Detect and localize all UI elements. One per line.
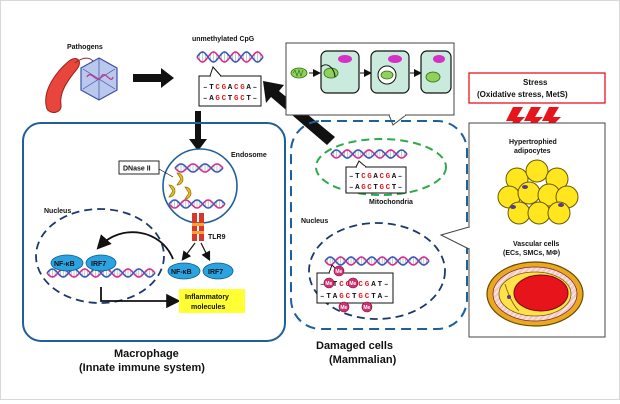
vascular-label-1: Vascular cells [513,241,559,248]
adipocyte [525,159,549,183]
methyl-mark [323,277,335,289]
dna-helix-icon [168,199,226,209]
inflammatory-label-2: molecules [191,304,225,311]
cell-stage-3-icon [420,50,452,94]
macrophage-subtitle: (Innate immune system) [79,362,205,374]
bacterium-icon [45,57,94,113]
nfkb-left-label: NF-κB [54,261,75,268]
adipocyte [507,201,531,225]
stress-box [468,72,606,104]
endosome [162,148,238,224]
arrow-to-inflammatory [100,287,181,309]
macrophage-title: Macrophage [114,348,179,360]
methyl-mark [338,301,350,313]
methyl-mark [333,265,345,277]
irf7-left-label: IRF7 [91,261,106,268]
irf7-right-label: IRF7 [208,269,223,276]
vascular-label-2: (ECs, SMCs, MΦ) [503,250,560,257]
adipocyte [517,181,541,205]
inflammatory-molecules-box [179,289,245,313]
cell-stage-2-icon [370,50,410,94]
damaged-cells-title: Damaged cells [316,340,393,352]
dna-helix-icon [174,163,224,173]
stress-label-2: (Oxidative stress, MetS) [477,90,568,99]
endosome-label: Endosome [231,152,267,159]
damaged-cell-membrane [290,120,468,330]
tlr9-receptor [192,213,204,241]
dna-helix-icon [330,149,408,159]
cpg-label: unmethylated CpG [192,36,255,43]
dna-helix-icon [196,51,264,63]
arrow-to-nucleus [96,231,174,260]
damaged-cells-subtitle: (Mammalian) [329,354,397,366]
adipocytes-icon [497,159,579,225]
adipocytes-label-2: adipocytes [514,148,551,155]
dnase-label-box [118,160,160,175]
virus-icon [80,57,118,101]
irf7-left-node [85,254,117,272]
methyl-mark-label: Me [340,305,347,311]
mito-small-icon [290,67,308,79]
stress-label-1: Stress [523,78,548,87]
methyl-mark-label: Me [349,281,356,287]
methyl-mark [347,277,359,289]
macrophage-nucleus [35,208,165,304]
macrophage-cell-membrane [22,122,286,342]
adipocyte [527,201,551,225]
arrow-pathogens-to-cpg [133,68,174,88]
nfkb-left-node [50,254,84,272]
irf7-right-node [202,262,234,280]
methyl-mark [361,301,373,313]
dna-helix-icon [324,256,430,266]
inflammatory-label-1: Inflammatory [185,294,229,301]
methyl-mark-label: Me [363,305,370,311]
dnase-label: DNase II [123,166,151,173]
adipocytes-label-1: Hypertrophied [509,139,557,146]
methyl-mark-label: Me [335,269,342,275]
cell-stage-1-icon [320,50,360,94]
vascular-cross-section-icon [486,261,584,327]
adipocyte [547,201,571,225]
damaged-cell-nucleus [308,222,446,320]
nfkb-right-node [167,262,201,280]
dnase-icon [168,172,192,200]
arrow-cpg-to-endosome [189,111,207,151]
damaged-nucleus-label: Nucleus [301,218,328,225]
pathogens-label: Pathogens [67,44,103,51]
tlr9-label: TLR9 [208,234,226,241]
nfkb-right-label: NF-κB [171,269,192,276]
mitochondria-label: Mitochondria [369,199,413,206]
macrophage-nucleus-label: Nucleus [44,208,71,215]
methyl-mark-label: Me [325,281,332,287]
